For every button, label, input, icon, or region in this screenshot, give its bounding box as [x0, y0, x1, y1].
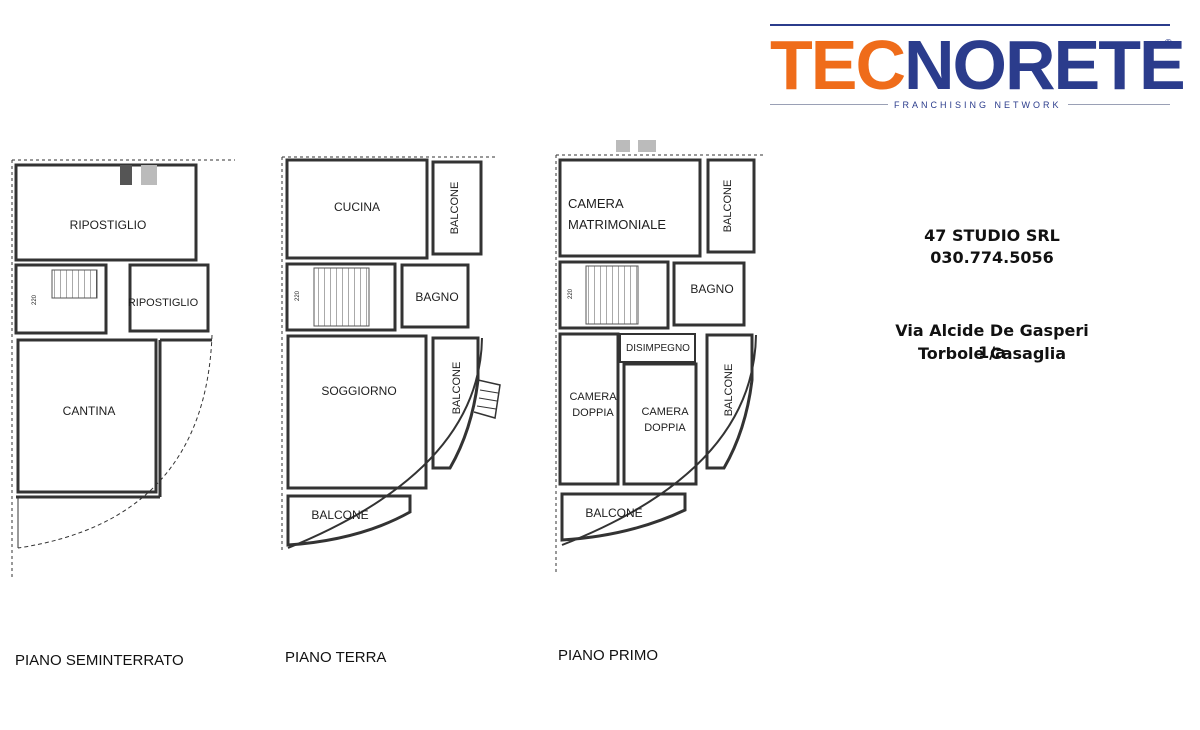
room-label-ripostiglio: RIPOSTIGLIO	[70, 218, 147, 232]
room-ripostiglio-1	[14, 163, 198, 262]
room-disimpegno	[619, 333, 696, 363]
room-label-matrimoniale: MATRIMONIALE	[568, 217, 666, 232]
chimney-block	[141, 165, 157, 185]
floor-label-primo: PIANO PRIMO	[558, 647, 659, 664]
room-camera-matrimoniale	[558, 158, 702, 258]
room-label-bagno: BAGNO	[415, 290, 458, 304]
agency-name: 47 STUDIO SRL	[924, 226, 1060, 245]
room-soggiorno	[286, 334, 428, 490]
room-camera-doppia-right	[622, 362, 698, 486]
room-label-doppia: DOPPIA	[644, 422, 686, 434]
room-bagno	[672, 261, 746, 327]
room-label-camera: CAMERA	[569, 391, 617, 403]
balcone-right	[705, 333, 754, 470]
stairs	[51, 269, 98, 299]
agency-phone: 030.774.5056	[930, 248, 1054, 267]
dimension-label: 220	[568, 288, 574, 299]
room-label-balcone: BALCONE	[585, 506, 642, 520]
floor-label-seminterrato: PIANO SEMINTERRATO	[15, 652, 184, 669]
room-label-disimpegno: DISIMPEGNO	[626, 343, 690, 354]
logo-word-part1: TEC	[770, 26, 906, 104]
balcone-top	[431, 160, 483, 256]
room-label-balcone: BALCONE	[723, 364, 735, 417]
room-label-balcone: BALCONE	[449, 182, 461, 235]
room-label-cucina: CUCINA	[334, 200, 380, 214]
stairs	[313, 267, 370, 327]
logo-registered-mark: ®	[1164, 38, 1172, 49]
room-cantina	[16, 338, 158, 494]
room-label-camera: CAMERA	[568, 196, 624, 211]
room-camera-doppia-left	[558, 332, 620, 486]
dimension-label: 220	[32, 294, 38, 305]
balcone-top	[706, 158, 756, 254]
room-label-balcone: BALCONE	[311, 508, 368, 522]
room-label-soggiorno: SOGGIORNO	[321, 384, 396, 398]
room-cucina	[285, 158, 429, 260]
floor-plan-terra	[281, 156, 501, 550]
logo-word-part2: NORETE	[904, 26, 1186, 104]
room-label-balcone: BALCONE	[722, 180, 734, 233]
room-bagno	[400, 263, 470, 329]
room-ripostiglio-2	[128, 263, 210, 333]
agency-address-line1: Via Alcide De Gasperi 1/a	[895, 321, 1089, 362]
room-label-ripostiglio: RIPOSTIGLIO	[128, 297, 199, 309]
floor-plan-seminterrato	[11, 159, 235, 580]
agency-address-line2: Torbole Casaglia	[917, 344, 1067, 363]
logo-tagline: FRANCHISING NETWORK	[888, 100, 1068, 110]
room-label-bagno: BAGNO	[690, 282, 733, 296]
chimney-block	[616, 140, 630, 152]
chimney-block	[638, 140, 656, 152]
balcone-bottom	[560, 492, 687, 542]
tecnorete-logo: TECNORETE ® FRANCHISING NETWORK	[770, 24, 1186, 110]
room-label-balcone: BALCONE	[451, 362, 463, 415]
stairs	[585, 265, 639, 325]
logo-top-rule	[770, 24, 1170, 26]
logo-wordmark: TECNORETE	[770, 30, 1186, 100]
chimney-block	[120, 165, 132, 185]
floor-label-terra: PIANO TERRA	[285, 649, 387, 666]
floor-plan-primo	[555, 140, 765, 575]
room-label-camera: CAMERA	[641, 406, 689, 418]
room-label-cantina: CANTINA	[63, 404, 116, 418]
room-label-doppia: DOPPIA	[572, 407, 614, 419]
dimension-label: 220	[295, 290, 301, 301]
